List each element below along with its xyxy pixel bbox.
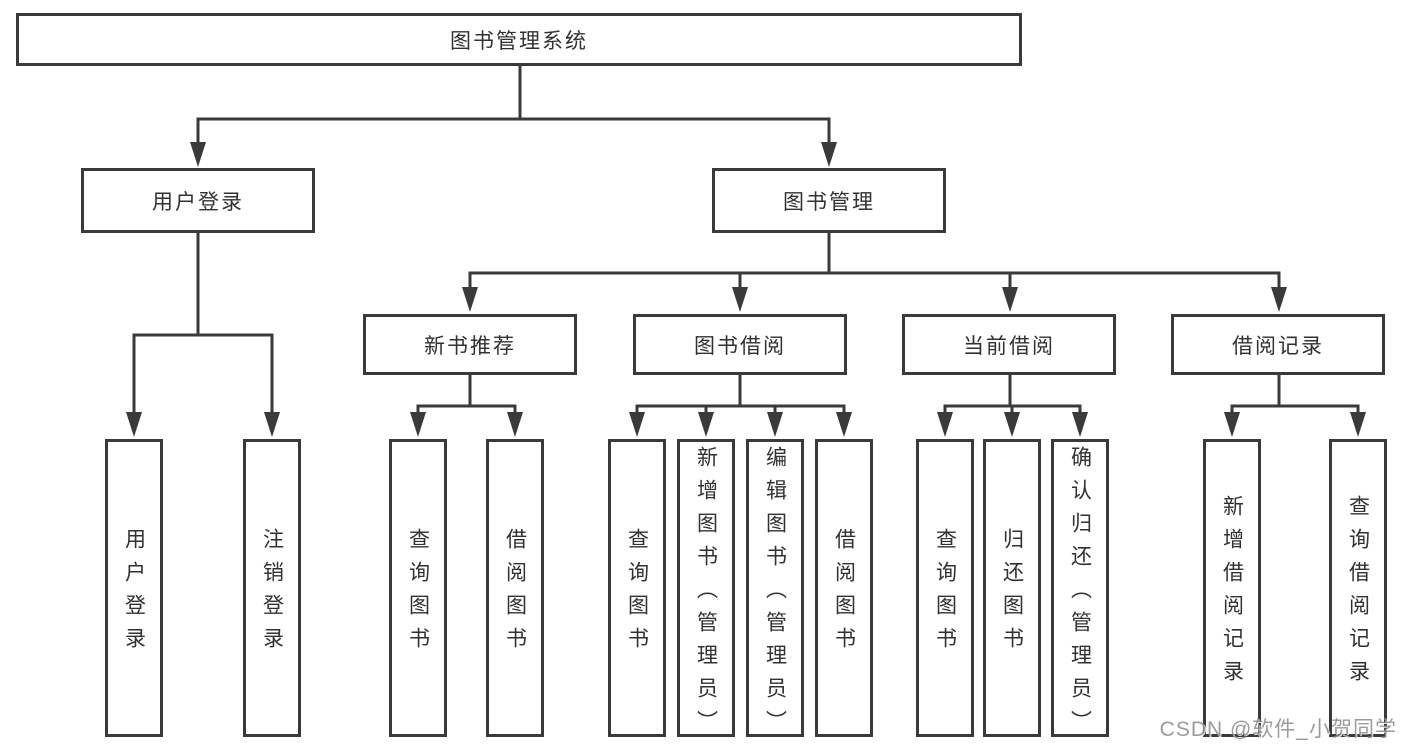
connector-newbook-to-leaves (410, 374, 523, 437)
node-user-login: 用户登录 (81, 168, 315, 233)
node-current-borrow-label: 当前借阅 (963, 334, 1055, 358)
leaf-current-query-books: 查询图书 (916, 439, 974, 737)
node-new-book-recommend: 新书推荐 (363, 314, 577, 375)
node-new-book-recommend-label: 新书推荐 (424, 334, 516, 358)
leaf-borrow-edit-books-admin-label: 编辑图书（管理员） (763, 445, 787, 743)
node-book-borrow-label: 图书借阅 (694, 334, 786, 358)
connector-current-to-leaves (937, 374, 1088, 437)
leaf-current-confirm-return-admin-label: 确认归还（管理员） (1068, 445, 1092, 743)
node-user-login-label: 用户登录 (152, 190, 244, 214)
leaf-borrow-query-books-label: 查询图书 (625, 528, 649, 660)
leaf-logout-label: 注销登录 (260, 528, 284, 660)
node-current-borrow: 当前借阅 (902, 314, 1116, 375)
node-root: 图书管理系统 (16, 13, 1022, 66)
node-root-label: 图书管理系统 (450, 29, 588, 53)
connector-borrow-to-leaves (629, 374, 852, 437)
leaf-newbook-borrow-books-label: 借阅图书 (503, 528, 527, 660)
node-book-management-label: 图书管理 (783, 190, 875, 214)
leaf-borrow-add-books-admin-label: 新增图书（管理员） (694, 445, 718, 743)
leaf-current-return-books: 归还图书 (983, 439, 1041, 737)
connector-userlogin-to-leaves (126, 231, 280, 437)
leaf-user-login: 用户登录 (105, 439, 163, 737)
leaf-borrow-borrow-books: 借阅图书 (815, 439, 873, 737)
leaf-borrow-query-books: 查询图书 (608, 439, 666, 737)
leaf-records-query-record: 查询借阅记录 (1329, 439, 1387, 737)
leaf-current-query-books-label: 查询图书 (933, 528, 957, 660)
leaf-current-confirm-return-admin: 确认归还（管理员） (1051, 439, 1109, 743)
connector-records-to-leaves (1224, 374, 1366, 437)
node-book-management: 图书管理 (712, 168, 946, 233)
leaf-newbook-borrow-books: 借阅图书 (486, 439, 544, 737)
leaf-borrow-edit-books-admin: 编辑图书（管理员） (746, 439, 804, 743)
leaf-borrow-add-books-admin: 新增图书（管理员） (677, 439, 735, 743)
leaf-records-add-record: 新增借阅记录 (1203, 439, 1261, 737)
leaf-logout: 注销登录 (243, 439, 301, 737)
node-book-borrow: 图书借阅 (633, 314, 847, 375)
leaf-current-return-books-label: 归还图书 (1000, 528, 1024, 660)
node-borrow-records: 借阅记录 (1171, 314, 1385, 375)
leaf-newbook-query-books: 查询图书 (389, 439, 447, 737)
connector-bookmgmt-to-level3 (462, 231, 1287, 312)
node-borrow-records-label: 借阅记录 (1232, 334, 1324, 358)
leaf-records-query-record-label: 查询借阅记录 (1346, 495, 1370, 693)
leaf-user-login-label: 用户登录 (122, 528, 146, 660)
csdn-watermark: CSDN @软件_小贺同学 (1159, 718, 1397, 741)
leaf-records-add-record-label: 新增借阅记录 (1220, 495, 1244, 693)
connector-root-to-level1 (190, 64, 837, 167)
leaf-borrow-borrow-books-label: 借阅图书 (832, 528, 856, 660)
leaf-newbook-query-books-label: 查询图书 (406, 528, 430, 660)
